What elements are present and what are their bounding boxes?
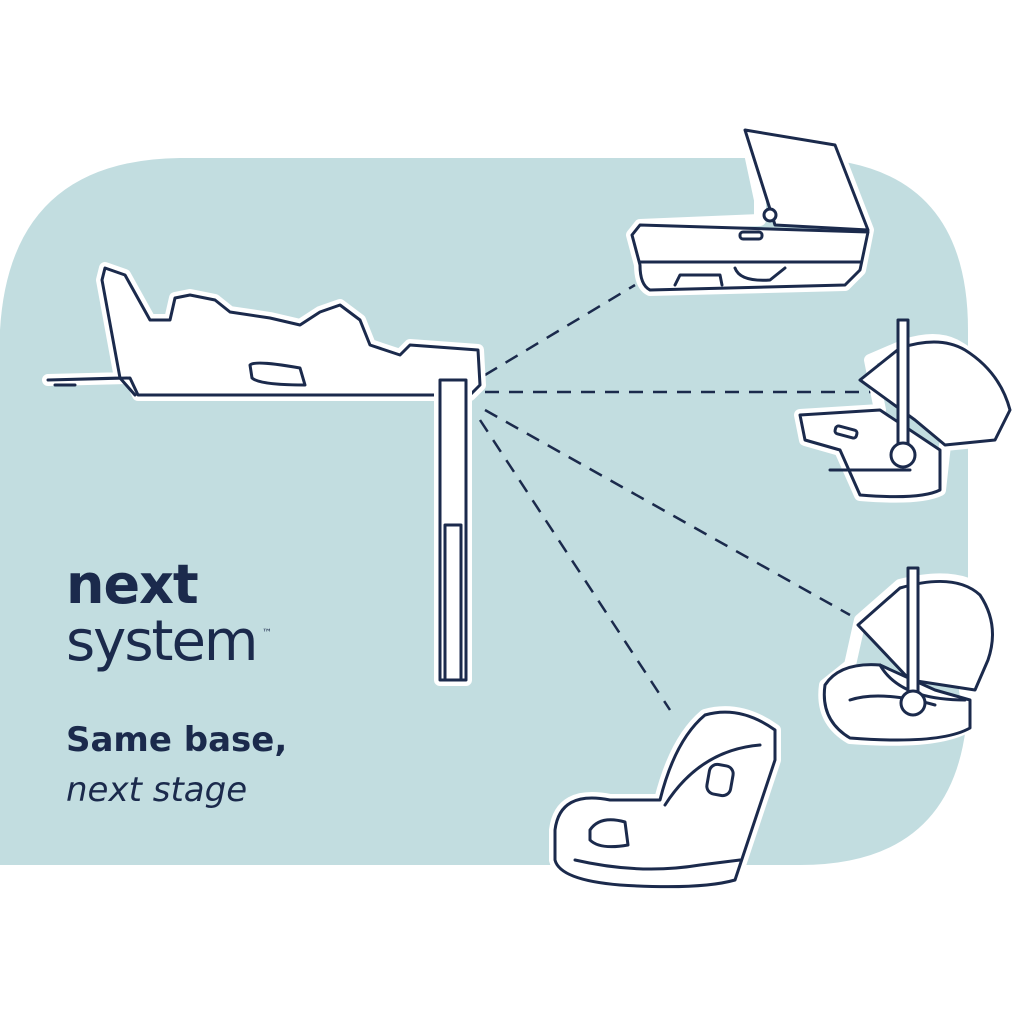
tagline-line1: Same base, (66, 720, 288, 760)
connector-lines (478, 283, 880, 711)
toddler-seat-icon (549, 706, 781, 893)
brand-name-line1: next (66, 553, 199, 616)
carrycot-icon (626, 124, 874, 296)
infant-carrier-reclined-icon (818, 566, 1000, 746)
infant-carrier-icon (794, 318, 1016, 503)
connector-line (478, 419, 672, 711)
tagline-line2: next stage (66, 770, 248, 810)
isofix-base-icon (42, 262, 486, 686)
connector-line (484, 283, 636, 377)
connector-line (484, 408, 851, 617)
trademark-symbol: ™ (262, 628, 272, 639)
brand-name-line2: system (66, 609, 258, 674)
